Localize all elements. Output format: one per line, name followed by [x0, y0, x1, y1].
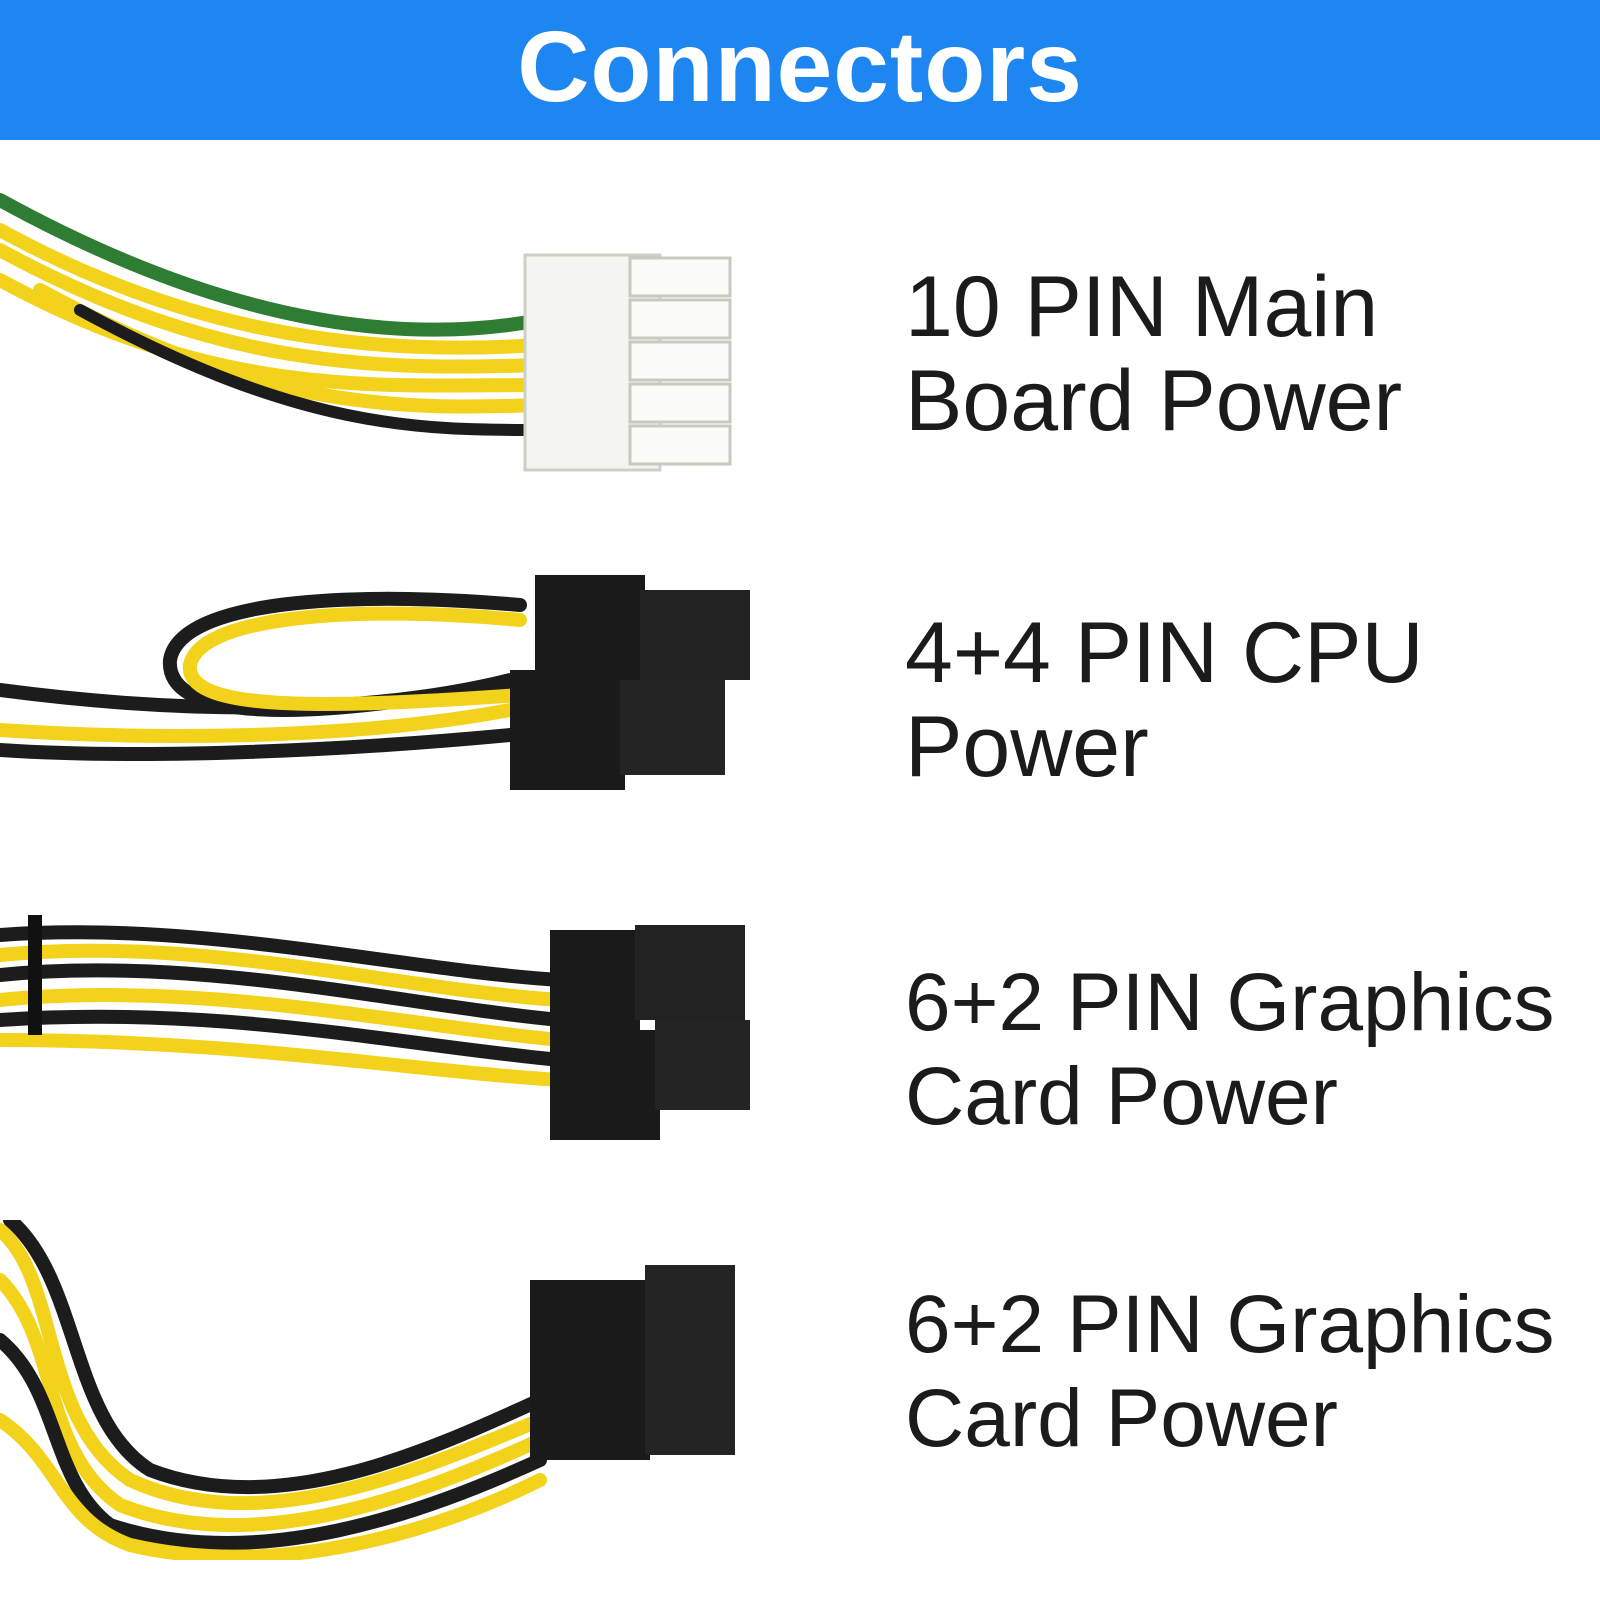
connector-label: 6+2 PIN Graphics Card Power [905, 956, 1554, 1144]
connector-row-cpu: 4+4 PIN CPU Power [0, 560, 1600, 820]
cpu-connector-image [0, 575, 750, 790]
connector-name: 6+2 PIN Graphics [905, 957, 1555, 1048]
gpu-connector-image-2 [0, 1220, 735, 1560]
connector-label: 10 PIN Main Board Power [905, 260, 1402, 448]
connector-name: 4+4 PIN CPU [905, 605, 1424, 701]
connector-purpose: Board Power [905, 353, 1403, 449]
connector-row-gpu-1: 6+2 PIN Graphics Card Power [0, 910, 1600, 1160]
connector-purpose: Card Power [905, 1373, 1338, 1464]
connector-name: 6+2 PIN Graphics [905, 1279, 1555, 1370]
page-title: Connectors [517, 11, 1083, 123]
connector-row-gpu-2: 6+2 PIN Graphics Card Power [0, 1220, 1600, 1560]
connector-label: 6+2 PIN Graphics Card Power [905, 1278, 1554, 1466]
header-banner: Connectors [0, 0, 1600, 140]
10pin-connector-image [0, 193, 732, 472]
connector-label: 4+4 PIN CPU Power [905, 606, 1424, 794]
connector-row-10pin: 10 PIN Main Board Power [0, 180, 1600, 510]
connector-name: 10 PIN Main [905, 259, 1379, 355]
gpu-connector-image-1 [0, 915, 750, 1140]
connector-purpose: Card Power [905, 1051, 1338, 1142]
connector-purpose: Power [905, 699, 1149, 795]
